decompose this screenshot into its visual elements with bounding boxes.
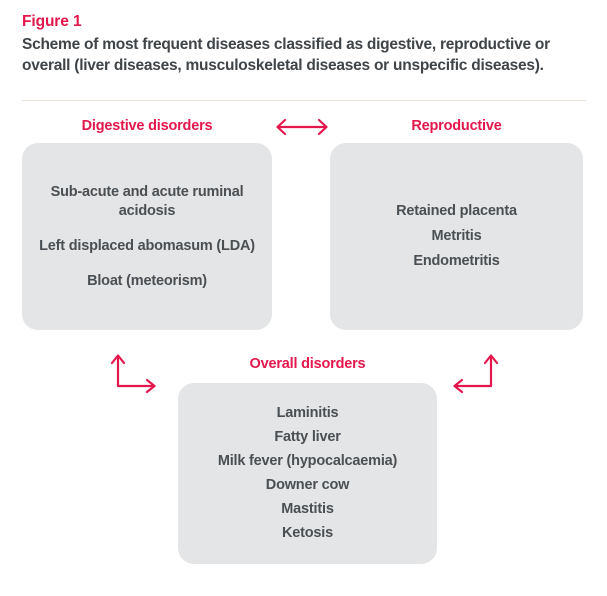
disease-box-reproductive: Retained placenta Metritis Endometritis bbox=[330, 143, 583, 330]
disease-box-overall: Laminitis Fatty liver Milk fever (hypoca… bbox=[178, 383, 437, 564]
disease-item: Left displaced abomasum (LDA) bbox=[39, 237, 255, 254]
disease-item: Fatty liver bbox=[274, 429, 341, 445]
disease-item: Ketosis bbox=[282, 525, 333, 541]
figure-caption-block: Figure 1 Scheme of most frequent disease… bbox=[22, 12, 588, 76]
group-title-digestive: Digestive disorders bbox=[81, 118, 213, 134]
disease-item: Laminitis bbox=[276, 405, 339, 421]
double-headed-horizontal-arrow-icon bbox=[276, 118, 328, 136]
group-title-reproductive: Reproductive bbox=[411, 118, 502, 134]
group-title-overall: Overall disorders bbox=[249, 356, 366, 372]
disease-item: Endometritis bbox=[413, 253, 500, 269]
elbow-arrow-up-left-icon bbox=[453, 354, 499, 394]
disease-box-digestive: Sub-acute and acute ruminal acidosis Lef… bbox=[22, 143, 272, 330]
disease-item: Sub-acute and acute ruminal acidosis bbox=[50, 183, 244, 219]
elbow-arrow-up-right-icon bbox=[110, 354, 156, 394]
disease-item: Mastitis bbox=[281, 501, 334, 517]
disease-item: Metritis bbox=[431, 228, 482, 244]
figure-label: Figure 1 bbox=[22, 13, 82, 30]
caption-divider bbox=[22, 100, 586, 101]
disease-item: Milk fever (hypocalcaemia) bbox=[217, 453, 398, 469]
disease-item: Bloat (meteorism) bbox=[87, 272, 207, 289]
disease-item: Downer cow bbox=[265, 477, 350, 493]
figure-caption-text: Scheme of most frequent diseases classif… bbox=[22, 36, 550, 74]
disease-item: Retained placenta bbox=[396, 203, 517, 219]
